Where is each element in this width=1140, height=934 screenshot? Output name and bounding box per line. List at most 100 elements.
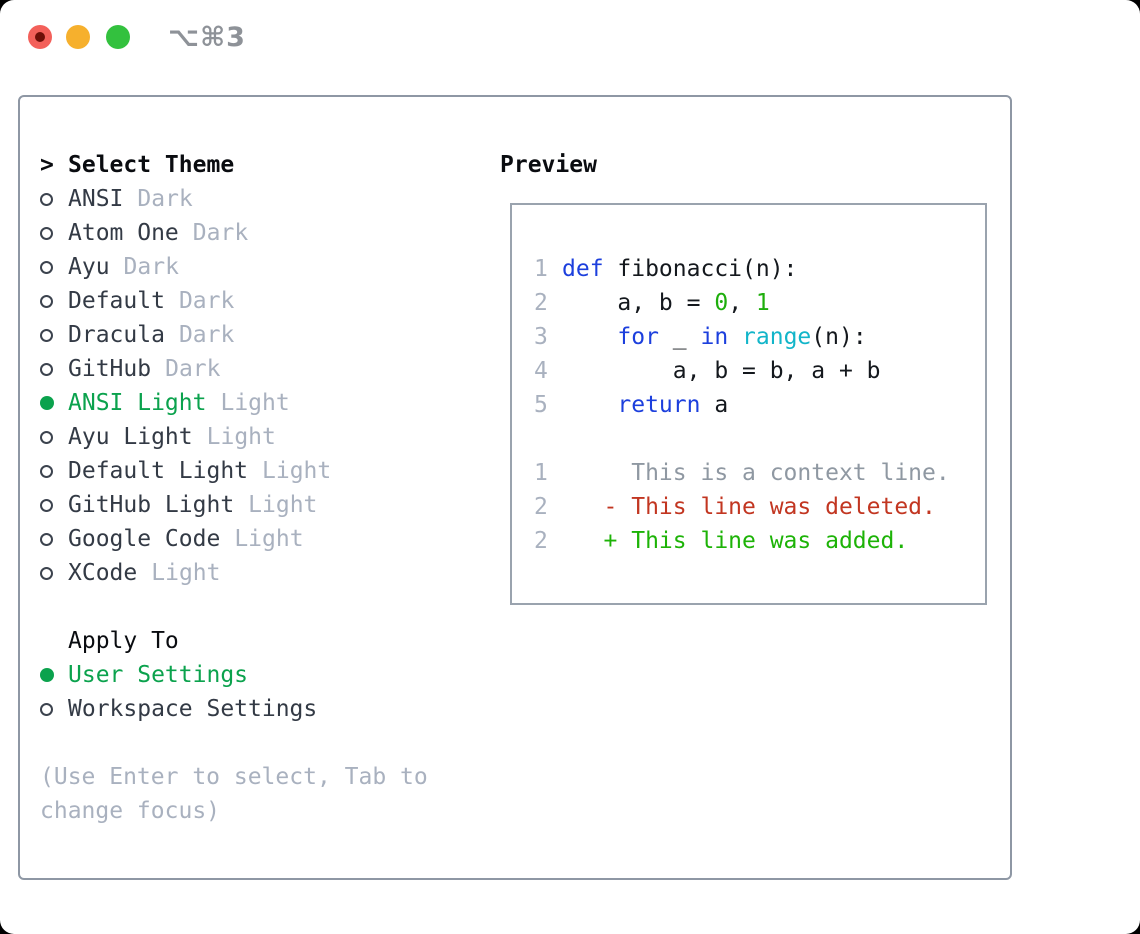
radio-circle xyxy=(40,226,53,240)
token-kw: return xyxy=(617,392,701,418)
hint-line: change focus) xyxy=(40,798,221,824)
radio-circle xyxy=(40,498,53,512)
theme-option-label: Default xyxy=(68,288,165,314)
apply-option-label: User Settings xyxy=(68,662,249,688)
line-number: 5 xyxy=(534,392,548,418)
radio-circle xyxy=(40,192,53,206)
radio-icon xyxy=(40,192,68,206)
prompt-icon: > xyxy=(40,152,54,178)
radio-selected-icon xyxy=(40,396,68,410)
code-text: a, b = 0, 1 xyxy=(562,290,769,316)
minimize-button[interactable] xyxy=(66,25,90,49)
radio-circle xyxy=(40,532,53,546)
hint-text: (Use Enter to select, Tab to change focus… xyxy=(40,760,490,828)
radio-icon xyxy=(40,226,68,240)
close-button[interactable] xyxy=(28,25,52,49)
theme-variant-label: Light xyxy=(220,390,290,416)
theme-option-label: Ayu xyxy=(68,254,110,280)
code-line: 3 for _ in range(n): xyxy=(534,320,985,354)
theme-option-default[interactable]: Default Dark xyxy=(40,284,490,318)
theme-option-label: Dracula xyxy=(68,322,165,348)
theme-option-label: Default Light xyxy=(68,458,249,484)
theme-option-ansi-light[interactable]: ANSI Light Light xyxy=(40,386,490,420)
theme-variant-label: Dark xyxy=(123,254,179,280)
radio-icon xyxy=(40,498,68,512)
token-del: - This line was deleted. xyxy=(562,494,936,520)
radio-selected-icon xyxy=(40,668,68,682)
radio-icon xyxy=(40,532,68,546)
radio-icon xyxy=(40,566,68,580)
spacer xyxy=(40,590,490,624)
titlebar: ⌥⌘3 xyxy=(0,0,1140,74)
blank-line xyxy=(534,422,985,456)
theme-option-label: GitHub Light xyxy=(68,492,235,518)
theme-option-ayu[interactable]: Ayu Dark xyxy=(40,250,490,284)
token-pl xyxy=(562,392,617,418)
apply-option-workspace-settings[interactable]: Workspace Settings xyxy=(40,692,490,726)
code-line: 2 - This line was deleted. xyxy=(534,490,985,524)
line-number: 2 xyxy=(534,494,548,520)
spacer xyxy=(40,726,490,760)
token-pl: _ xyxy=(658,324,701,350)
token-num: 0 xyxy=(714,290,729,316)
theme-option-default-light[interactable]: Default Light Light xyxy=(40,454,490,488)
token-pl: , xyxy=(728,290,756,316)
theme-option-label: XCode xyxy=(68,560,138,586)
code-text: for _ in range(n): xyxy=(562,324,867,350)
line-number: 3 xyxy=(534,324,548,350)
radio-circle xyxy=(40,566,53,580)
apply-option-label: Workspace Settings xyxy=(68,696,318,722)
token-pl xyxy=(728,324,742,350)
theme-variant-label: Light xyxy=(262,458,332,484)
theme-option-label: ANSI xyxy=(68,186,124,212)
theme-variant-label: Dark xyxy=(165,356,221,382)
zoom-button[interactable] xyxy=(106,25,130,49)
radio-icon xyxy=(40,464,68,478)
radio-icon xyxy=(40,294,68,308)
code-text: return a xyxy=(562,392,728,418)
code-line: 2 a, b = 0, 1 xyxy=(534,286,985,320)
theme-variant-label: Dark xyxy=(178,288,235,314)
code-text: def fibonacci(n): xyxy=(562,256,797,282)
theme-option-github[interactable]: GitHub Dark xyxy=(40,352,490,386)
apply-option-user-settings[interactable]: User Settings xyxy=(40,658,490,692)
theme-option-google-code[interactable]: Google Code Light xyxy=(40,522,490,556)
line-number: 1 xyxy=(534,256,548,282)
code-text: This is a context line. xyxy=(562,460,950,486)
token-add: + This line was added. xyxy=(562,528,909,554)
token-pl: (n): xyxy=(811,324,867,350)
theme-variant-label: Light xyxy=(234,526,304,552)
code-text: a, b = b, a + b xyxy=(562,358,881,384)
theme-option-label: GitHub xyxy=(68,356,152,382)
radio-circle xyxy=(40,464,53,478)
code-line: 5 return a xyxy=(534,388,985,422)
hint-line: (Use Enter to select, Tab to xyxy=(40,764,428,790)
token-pl: a, b = b, a + b xyxy=(562,358,881,384)
theme-option-label: ANSI Light xyxy=(68,390,207,416)
line-number: 2 xyxy=(534,290,548,316)
radio-circle xyxy=(40,294,53,308)
radio-icon xyxy=(40,702,68,716)
theme-option-label: Google Code xyxy=(68,526,221,552)
token-pl: fibonacci(n): xyxy=(603,256,798,282)
code-text: - This line was deleted. xyxy=(562,494,936,520)
radio-circle xyxy=(40,362,53,376)
code-line: 1 This is a context line. xyxy=(534,456,985,490)
radio-circle xyxy=(40,430,53,444)
select-theme-title: Select Theme xyxy=(68,152,235,178)
code-line: 4 a, b = b, a + b xyxy=(534,354,985,388)
radio-icon xyxy=(40,362,68,376)
radio-icon xyxy=(40,260,68,274)
radio-circle xyxy=(40,396,54,410)
line-number: 2 xyxy=(534,528,548,554)
token-pl xyxy=(562,324,617,350)
